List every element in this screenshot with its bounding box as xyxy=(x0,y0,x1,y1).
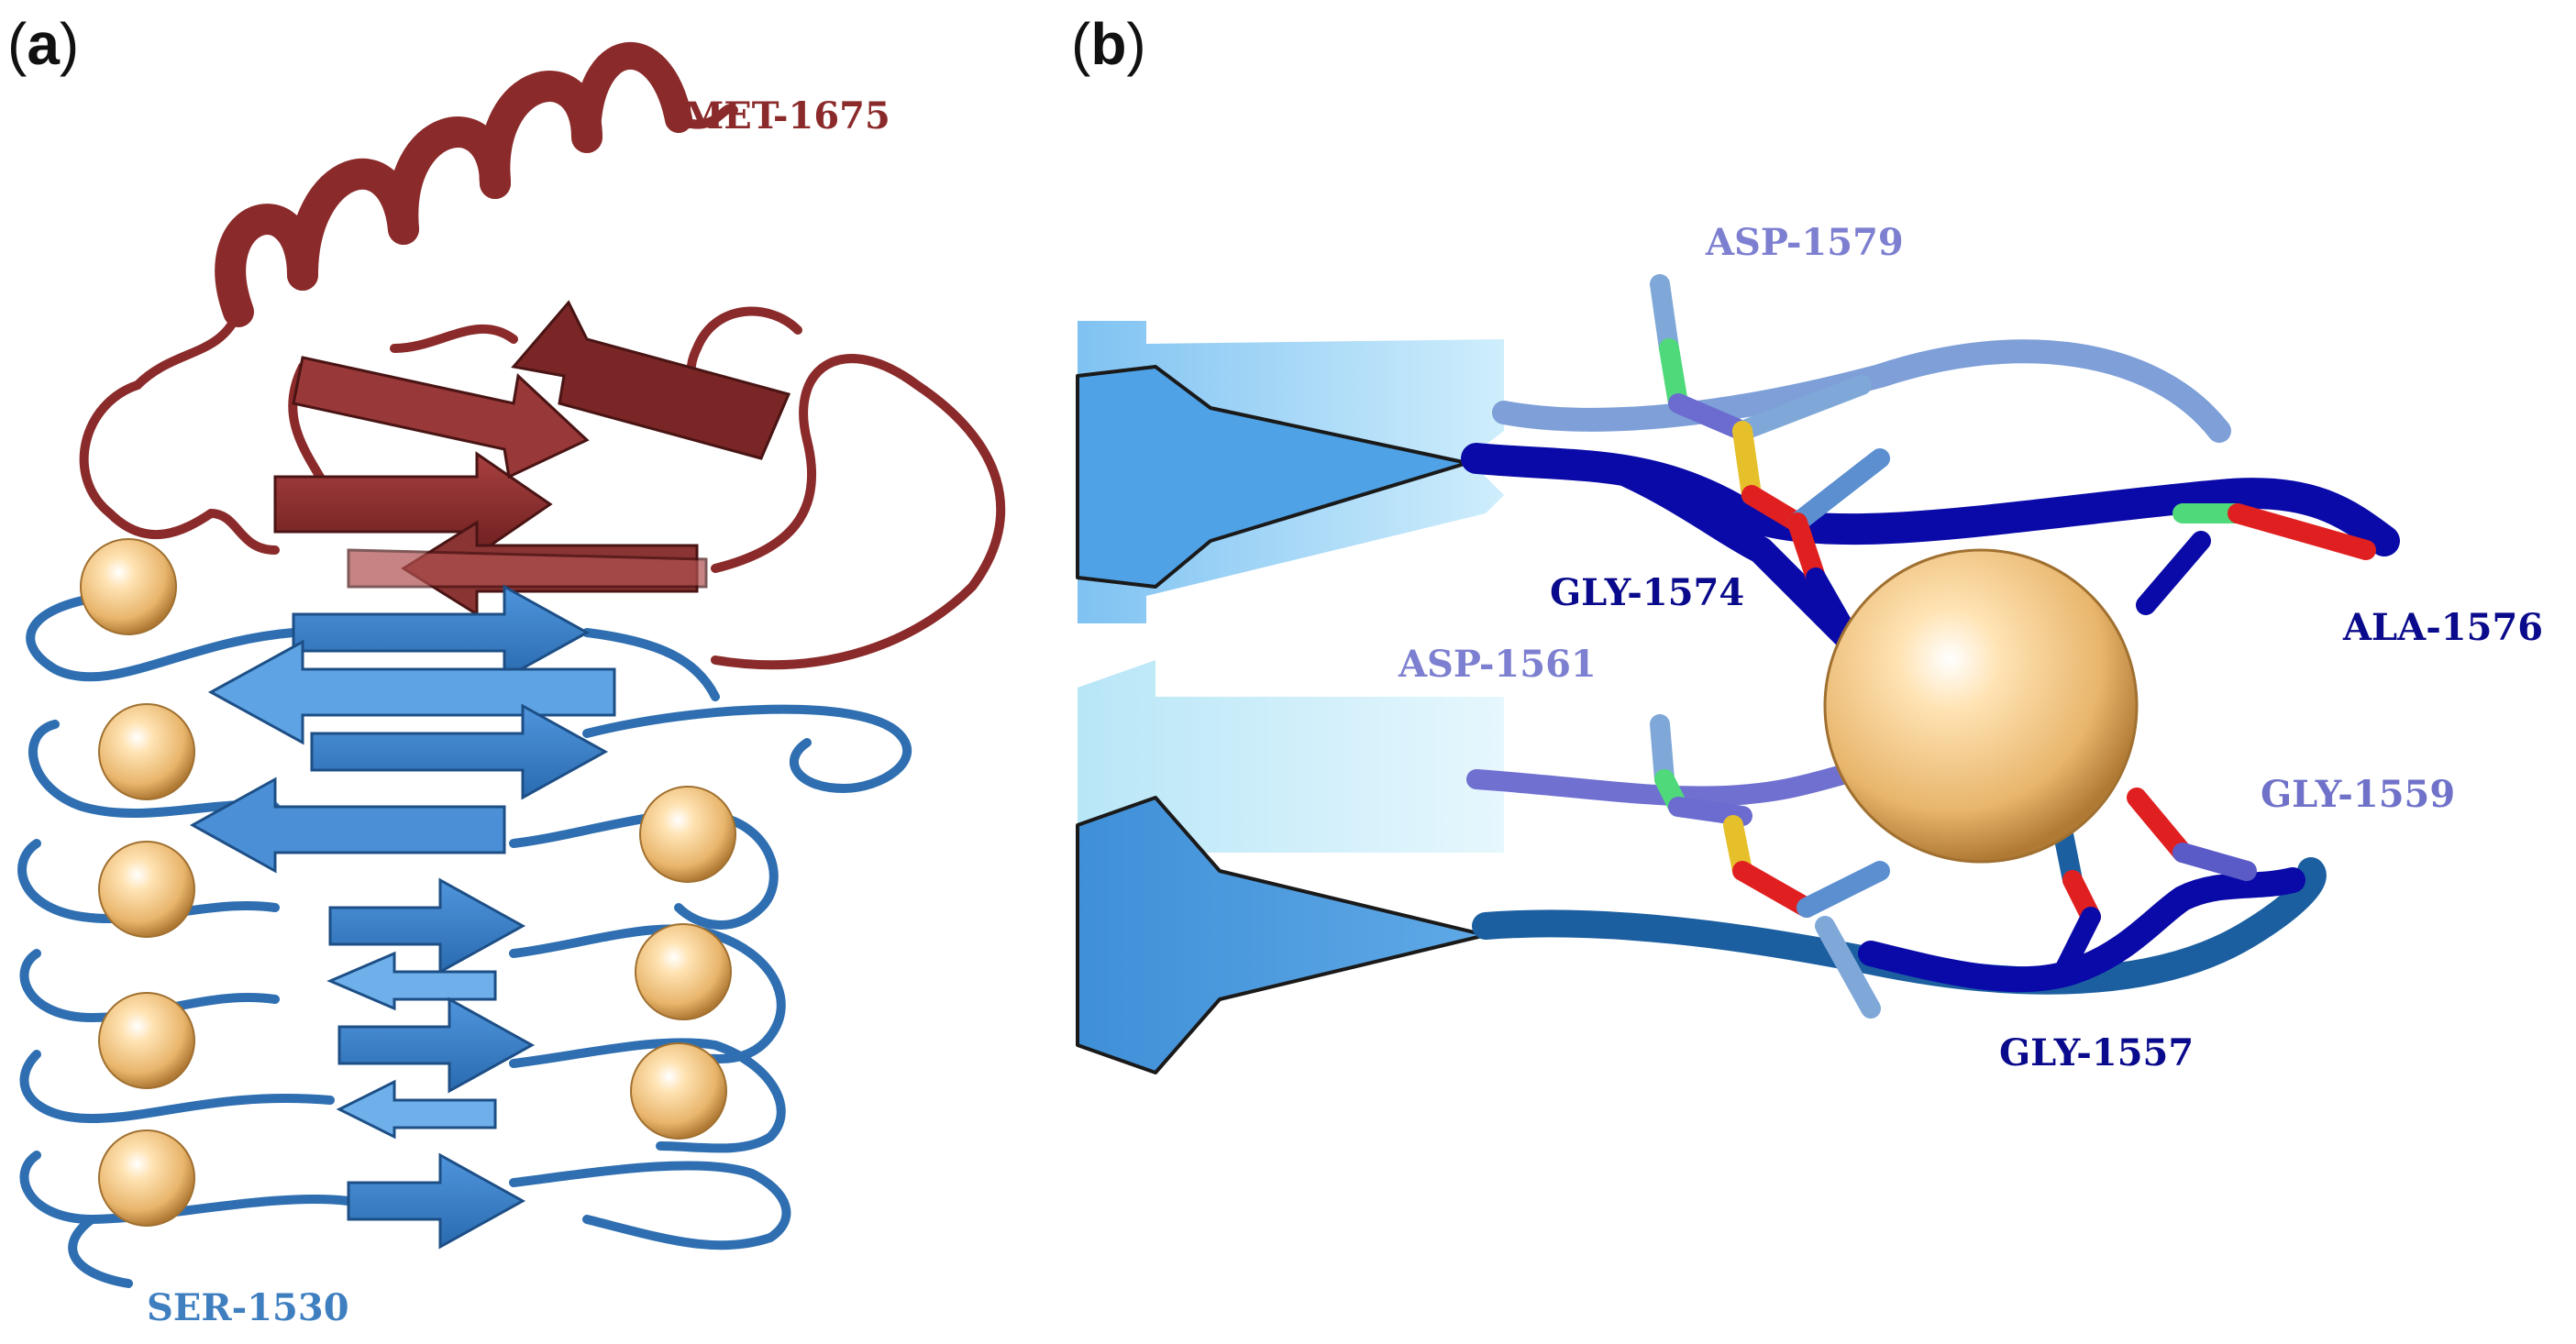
calcium-ion-large xyxy=(1823,548,2139,864)
panel-b-strands xyxy=(1076,321,1504,1074)
label-gly-1559: GLY-1559 xyxy=(2261,773,2455,816)
calcium-ion xyxy=(98,1129,195,1227)
calcium-ion xyxy=(98,841,195,938)
label-asp-1579: ASP-1579 xyxy=(1705,221,1904,264)
calcium-ion xyxy=(98,703,195,800)
label-asp-1561: ASP-1561 xyxy=(1398,643,1597,686)
panel-a-letter: (a) xyxy=(7,11,79,77)
label-gly-1557: GLY-1557 xyxy=(1999,1031,2194,1074)
calcium-ion xyxy=(80,538,177,635)
calcium-ion xyxy=(630,1042,727,1140)
panel-a-structure xyxy=(17,41,1006,1288)
red-alpha-helix xyxy=(133,41,692,390)
label-met-1675: MET-1675 xyxy=(683,94,890,138)
label-ala-1576: ALA-1576 xyxy=(2342,606,2543,649)
panel-b-structure xyxy=(1076,165,2576,1137)
blue-loops xyxy=(17,591,912,1288)
blue-beta-strands xyxy=(189,584,616,1250)
calcium-ions-panel-a xyxy=(80,538,736,1227)
calcium-ion xyxy=(98,992,195,1089)
panel-b-side-chains xyxy=(1650,274,2376,1019)
panel-b-letter: (b) xyxy=(1071,11,1146,77)
calcium-ion xyxy=(635,923,732,1020)
red-beta-strands xyxy=(273,300,791,617)
calcium-ion xyxy=(639,786,736,883)
label-ser-1530: SER-1530 xyxy=(147,1286,349,1329)
label-gly-1574: GLY-1574 xyxy=(1550,571,1744,614)
